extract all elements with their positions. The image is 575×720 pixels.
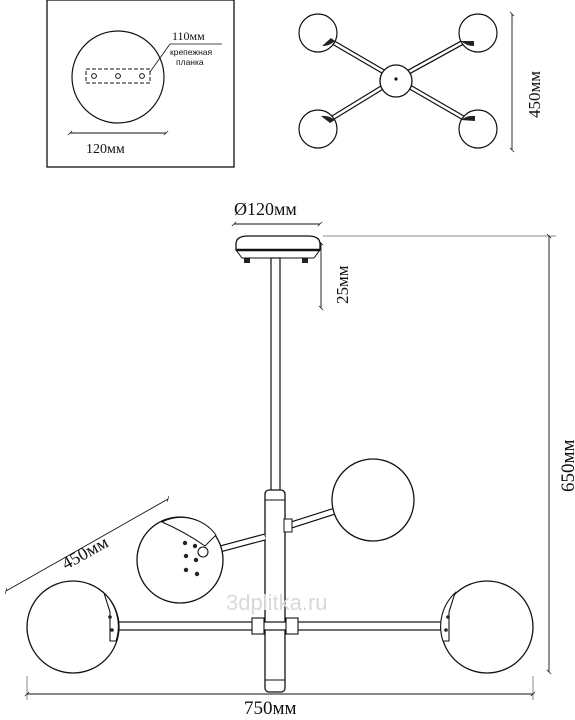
top-center-hub xyxy=(379,64,413,98)
globe-upper-right xyxy=(331,458,415,542)
width-dimension-label: 750мм xyxy=(244,698,297,719)
arm-dimension-label: 450мм xyxy=(58,532,111,574)
side-view: Ø120мм 25мм xyxy=(4,199,575,719)
globe-upper-left-opening xyxy=(160,516,217,547)
plate-dimension-label: 110мм xyxy=(172,29,205,43)
mounting-plate xyxy=(85,68,151,84)
top-socket-3 xyxy=(321,115,335,123)
plate-note-line2: планка xyxy=(176,57,204,67)
globe-lower-right-pin-2 xyxy=(444,628,448,632)
canopy-outline xyxy=(71,30,165,124)
top-socket-4 xyxy=(461,115,475,121)
canopy-edge-left xyxy=(235,249,243,259)
plate-note-line1: крепежная xyxy=(170,47,213,57)
arm-collar-left xyxy=(251,617,265,635)
top-center-dot xyxy=(394,77,398,81)
canopy xyxy=(235,235,321,251)
globe-upper-left-holder xyxy=(182,540,209,577)
canopy-dimension-label: Ø120мм xyxy=(234,199,297,219)
horizontal-arm xyxy=(107,621,459,631)
plate-hole-left xyxy=(91,73,97,79)
arm-collar-right xyxy=(285,617,299,635)
width-dimension-label: 120мм xyxy=(86,142,125,157)
upper-arm-right-core xyxy=(284,508,336,530)
globe-lower-left-pin-2 xyxy=(110,628,114,632)
height-dimension-label: 650мм xyxy=(558,439,575,492)
arm-dimension-line xyxy=(4,495,170,595)
top-view-inset: 450мм xyxy=(298,11,544,153)
canopy-screw-right xyxy=(302,258,308,263)
plate-leader-line xyxy=(149,43,171,73)
globe-lower-right-pin-1 xyxy=(446,615,450,619)
downrod xyxy=(270,257,281,493)
mount-plate-inset: 110мм крепежная планка 120мм xyxy=(46,0,235,168)
top-globe-1 xyxy=(298,13,338,53)
upper-arm-right-collar xyxy=(283,518,293,533)
canopy-screw-left xyxy=(244,258,250,263)
canopy-height-dimension-label: 25мм xyxy=(333,265,352,304)
span-dimension-label: 450мм xyxy=(525,71,544,118)
plate-hole-right xyxy=(139,73,145,79)
top-globe-2 xyxy=(458,13,498,53)
watermark: 3dplitka.ru xyxy=(226,590,328,615)
plate-hole-center xyxy=(115,73,121,79)
top-globe-3 xyxy=(298,109,338,149)
top-globe-4 xyxy=(458,109,498,149)
globe-lower-left-pin-1 xyxy=(108,615,112,619)
top-socket-2 xyxy=(461,41,474,47)
top-socket-1 xyxy=(322,38,335,47)
inset-frame xyxy=(46,0,235,168)
